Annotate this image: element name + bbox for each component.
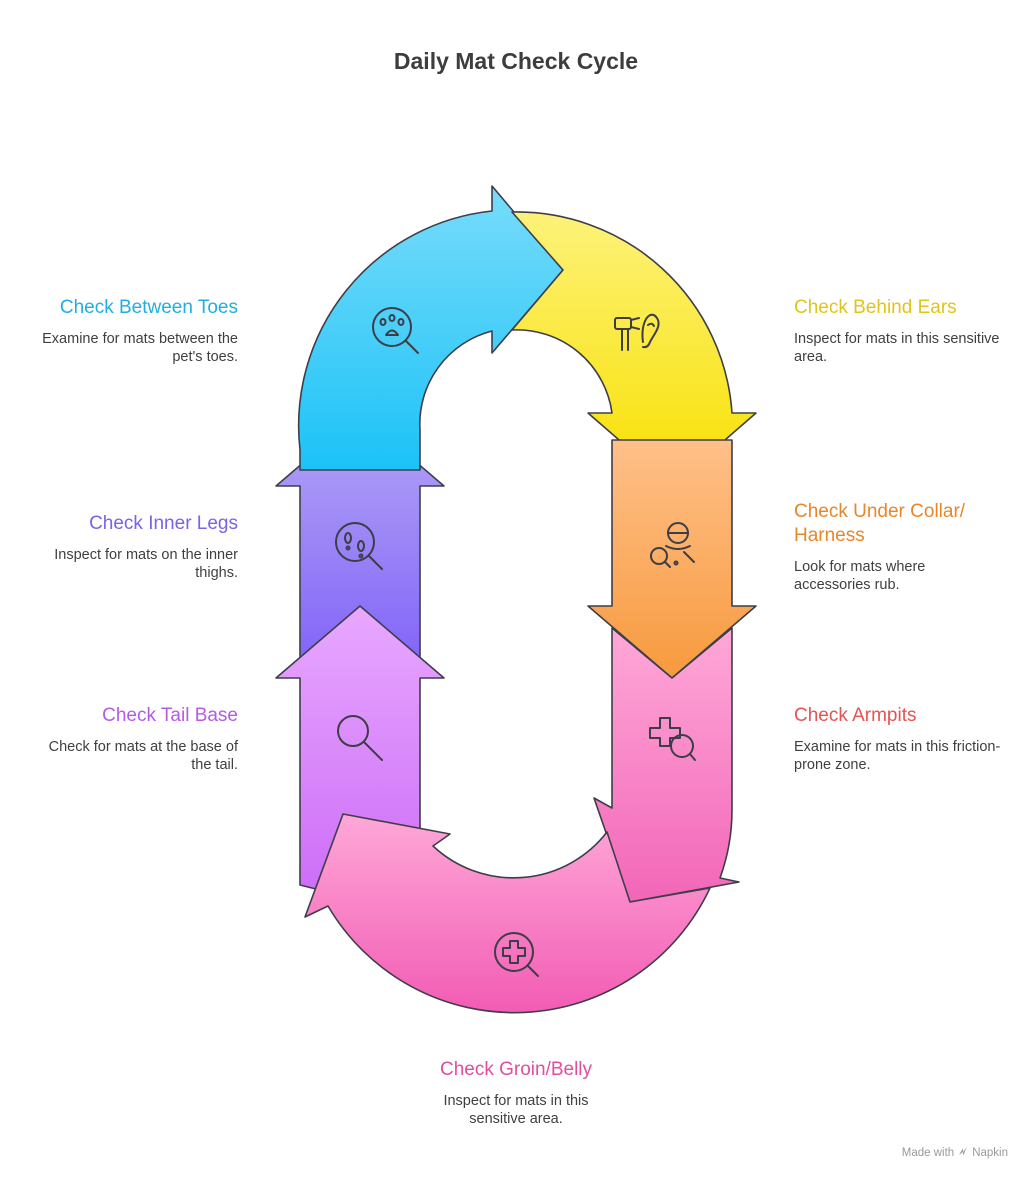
arrow-behind-ears — [511, 211, 757, 487]
step-description: Examine for mats between the pet's toes. — [42, 331, 238, 365]
step-description: Inspect for mats on the inner thighs. — [54, 547, 238, 581]
step-tail-base: Check Tail Base Check for mats at the ba… — [28, 704, 238, 774]
person-search-icon — [650, 522, 695, 568]
step-title: Check Behind Ears — [794, 297, 957, 318]
step-description: Look for mats where accessories rub. — [794, 559, 926, 593]
step-description: Inspect for mats in this sensitive area. — [443, 1093, 589, 1127]
step-title: Check Groin/Belly — [439, 1059, 593, 1080]
footer-brand: Napkin — [972, 1147, 1008, 1159]
paw-search-icon — [372, 307, 419, 354]
page-title: Daily Mat Check Cycle — [393, 48, 639, 74]
napkin-logo-icon — [958, 1146, 968, 1160]
medical-search-icon — [494, 932, 539, 977]
step-title: Check Inner Legs — [89, 513, 238, 534]
step-description: Examine for mats in this friction-prone … — [794, 739, 1001, 773]
step-inner-legs: Check Inner Legs Inspect for mats on the… — [28, 512, 238, 582]
step-description: Check for mats at the base of the tail. — [48, 739, 238, 773]
step-title: Check Tail Base — [102, 705, 238, 726]
step-description: Inspect for mats in this sensitive area. — [794, 331, 1000, 365]
magnifier-icon — [337, 715, 383, 761]
footprints-search-icon — [335, 522, 383, 570]
step-under-collar: Check Under Collar/ Harness Look for mat… — [794, 500, 984, 594]
step-title: Check Under Collar/ Harness — [794, 501, 966, 546]
step-between-toes: Check Between Toes Examine for mats betw… — [28, 296, 238, 366]
arrow-groin-belly — [304, 813, 711, 1014]
cross-search-icon — [649, 717, 696, 761]
step-title: Check Armpits — [794, 705, 917, 726]
step-groin-belly: Check Groin/Belly Inspect for mats in th… — [396, 1058, 636, 1128]
step-armpits: Check Armpits Examine for mats in this f… — [794, 704, 1004, 774]
ear-dryer-icon — [614, 313, 660, 351]
arrow-between-toes — [297, 185, 564, 471]
step-title: Check Between Toes — [59, 297, 238, 318]
footer-label: Made with — [901, 1147, 955, 1159]
step-behind-ears: Check Behind Ears Inspect for mats in th… — [794, 296, 1004, 366]
made-with-napkin-badge[interactable]: Made with Napkin — [902, 1146, 1008, 1160]
